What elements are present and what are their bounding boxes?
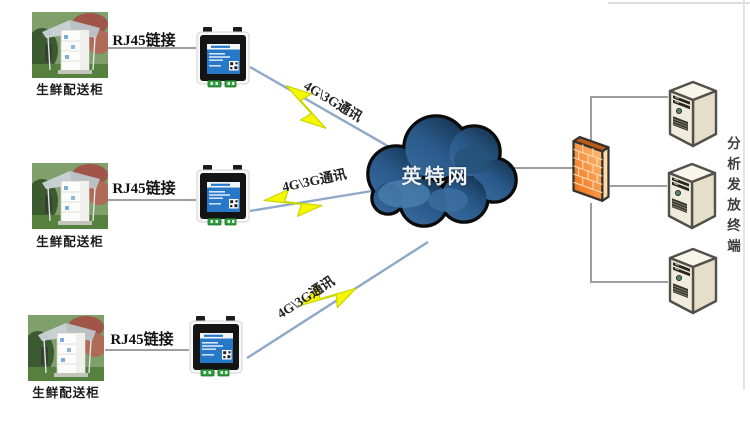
cabinet-label: 生鲜配送柜	[32, 386, 100, 400]
server-icon	[666, 247, 720, 317]
server-icon	[666, 80, 720, 150]
window-border-top	[608, 2, 750, 4]
router-icon	[196, 165, 250, 227]
terminal-label: 分析发放终端	[725, 136, 740, 259]
router-icon	[196, 27, 250, 89]
firewall-server3-line	[590, 203, 668, 283]
cabinet-photo-icon	[32, 12, 108, 78]
rj45-link-label: RJ45链接	[110, 332, 174, 348]
firewall-server1-line	[590, 96, 668, 140]
cabinet-photo-icon	[32, 163, 108, 229]
cabinet-label: 生鲜配送柜	[36, 83, 104, 97]
cabinet-label: 生鲜配送柜	[36, 235, 104, 249]
internet-cloud-icon	[366, 114, 518, 228]
wireless-line-1	[249, 65, 401, 155]
wireless-line-2	[249, 188, 379, 213]
rj45-link-label: RJ45链接	[112, 181, 176, 197]
cabinet-photo-icon	[28, 315, 104, 381]
firewall-icon	[568, 135, 614, 207]
rj45-link-label: RJ45链接	[112, 33, 176, 49]
window-border-right	[743, 0, 745, 390]
server-icon	[665, 162, 719, 232]
router-icon	[189, 316, 243, 378]
cloud-label: 英特网	[401, 166, 471, 188]
